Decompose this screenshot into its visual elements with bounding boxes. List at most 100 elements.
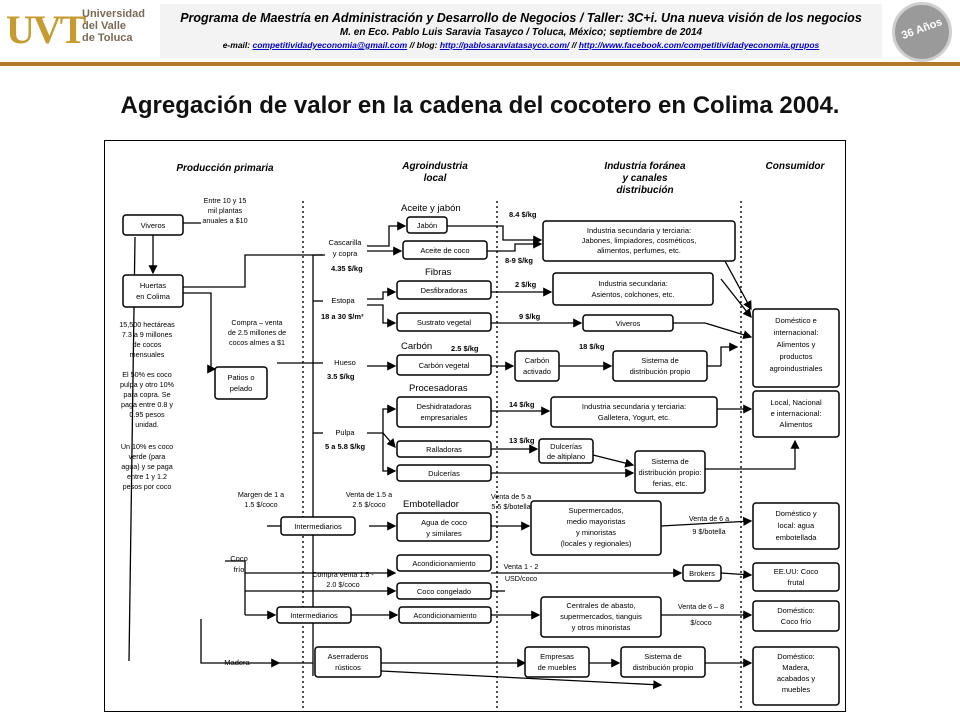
box-label: Huertas: [140, 281, 167, 290]
separator: //: [571, 40, 577, 50]
box-label: Centrales de abasto,: [566, 601, 635, 610]
price-label: 18 a 30 $/m³: [321, 312, 364, 321]
branch-label: y copra: [333, 249, 358, 258]
blog-link[interactable]: http://pablosaraviatasayco.com/: [439, 40, 570, 50]
box-label: Aserraderos: [328, 652, 369, 661]
branch-label: Coco: [230, 554, 248, 563]
header-text-block: Programa de Maestría en Administración y…: [160, 4, 882, 58]
note: mensuales: [130, 350, 165, 359]
box-label: Carbón vegetal: [419, 361, 470, 370]
branch-label: frío: [234, 565, 245, 574]
box-label: frutal: [788, 578, 805, 587]
box-brokers: [682, 564, 722, 582]
price-label: 2.5 $/kg: [451, 344, 479, 353]
contact-line: e-mail: competitividadyeconomia@gmail.co…: [160, 39, 882, 51]
price-label: 4.35 $/kg: [331, 264, 363, 273]
box-dulcerias: [396, 464, 492, 482]
email-label: e-mail:: [222, 40, 251, 50]
box-carbon-vegetal: [396, 354, 492, 376]
note: de cocos: [133, 340, 162, 349]
note: USD/coco: [505, 574, 537, 583]
column-header: Consumidor: [766, 161, 826, 172]
university-name: Universidad del Valle de Toluca: [82, 8, 156, 44]
branch-label: Estopa: [331, 296, 355, 305]
box-industria-secundaria-1: [542, 220, 736, 262]
note: cocos almes a $1: [229, 338, 285, 347]
box-label: EE.UU: Coco: [774, 567, 819, 576]
note: Compra venta 1.5 -: [312, 570, 374, 579]
note: 2.5 $/coco: [352, 500, 385, 509]
box-label: Patios o: [227, 373, 254, 382]
university-logo: UVT Universidad del Valle de Toluca: [0, 0, 158, 60]
box-label: agroindustriales: [770, 364, 823, 373]
university-name-line: de Toluca: [82, 32, 133, 44]
box-label: de muebles: [538, 663, 577, 672]
box-label: Ralladoras: [426, 445, 462, 454]
box-label: productos: [780, 352, 813, 361]
box-label: y minoristas: [576, 528, 616, 537]
note: Venta 1 - 2: [504, 562, 539, 571]
section-label: Procesadoras: [409, 383, 468, 394]
note: paga entre 0.8 y: [121, 400, 173, 409]
box-label: Industria secundaria:: [598, 279, 668, 288]
box-label: Doméstico e: [775, 316, 817, 325]
box-coco-congelado: [396, 582, 492, 600]
diagram-canvas: Producción primaria Agroindustria local …: [119, 161, 840, 709]
box-label: Intermediarios: [294, 522, 342, 531]
box-label: Jabón: [417, 221, 437, 230]
blog-label: // blog:: [409, 40, 438, 50]
box-label: Deshidratadoras: [416, 402, 471, 411]
anniversary-badge-icon: 36 Años: [892, 2, 952, 62]
box-label: Sistema de: [644, 652, 682, 661]
branch-label: Pulpa: [335, 428, 355, 437]
note: pulpa y otro 10%: [120, 380, 175, 389]
note: $/coco: [690, 618, 711, 627]
box-label: y otros minoristas: [572, 623, 631, 632]
box-label: Alimentos y: [777, 340, 816, 349]
box-label: Doméstico y: [775, 509, 817, 518]
note: 7.3 a 9 millones: [122, 330, 173, 339]
column-header: distribución: [616, 185, 673, 196]
branch-label: Madera: [224, 658, 250, 667]
box-label: Empresas: [540, 652, 574, 661]
note: verde (para: [129, 452, 166, 461]
box-desfibradoras: [396, 280, 492, 300]
page-title: Agregación de valor en la cadena del coc…: [120, 92, 840, 119]
note: 15,500 hectáreas: [119, 320, 175, 329]
box-label: Acondicionamiento: [413, 611, 476, 620]
note: pesos por coco: [123, 482, 172, 491]
note: Venta de 6 a: [689, 514, 729, 523]
note: de 2.5 millones de: [228, 328, 286, 337]
box-label: distribución propio: [630, 367, 691, 376]
box-label: Asientos, colchones, etc.: [592, 290, 675, 299]
box-label: Acondicionamiento: [412, 559, 475, 568]
box-label: supermercados, tianguis: [560, 612, 642, 621]
program-title: Programa de Maestría en Administración y…: [180, 11, 862, 25]
value-chain-diagram: Producción primaria Agroindustria local …: [104, 140, 846, 712]
box-label: e internacional:: [771, 409, 822, 418]
box-sistema-distribucion-1: [612, 350, 708, 382]
box-label: Sistema de: [651, 457, 689, 466]
column-header: y canales: [621, 173, 667, 184]
box-label: Brokers: [689, 569, 715, 578]
section-label: Carbón: [401, 341, 432, 352]
email-link[interactable]: competitividadyeconomia@gmail.com: [252, 40, 408, 50]
price-label: 3.5 $/kg: [327, 372, 355, 381]
box-label: Sistema de: [641, 356, 679, 365]
facebook-link[interactable]: http://www.facebook.com/competitividadye…: [578, 40, 820, 50]
box-label: medio mayoristas: [567, 517, 626, 526]
box-label: en Colima: [136, 292, 171, 301]
box-label: Coco frío: [781, 617, 811, 626]
box-intermediarios-2: [276, 606, 352, 624]
box-acondicionamiento-2: [398, 606, 492, 624]
box-label: Industria secundaria y terciaria:: [587, 226, 691, 235]
logo-uvt-text: UVT: [6, 7, 86, 52]
box-aserraderos: [314, 646, 382, 678]
note: Margen de 1 a: [238, 490, 284, 499]
box-label: de altiplano: [547, 452, 585, 461]
column-header: Producción primaria: [176, 163, 274, 174]
university-name-line: del Valle: [82, 20, 127, 32]
price-label: 2 $/kg: [515, 280, 537, 289]
box-label: internacional:: [774, 328, 819, 337]
box-label: (locales y regionales): [561, 539, 632, 548]
